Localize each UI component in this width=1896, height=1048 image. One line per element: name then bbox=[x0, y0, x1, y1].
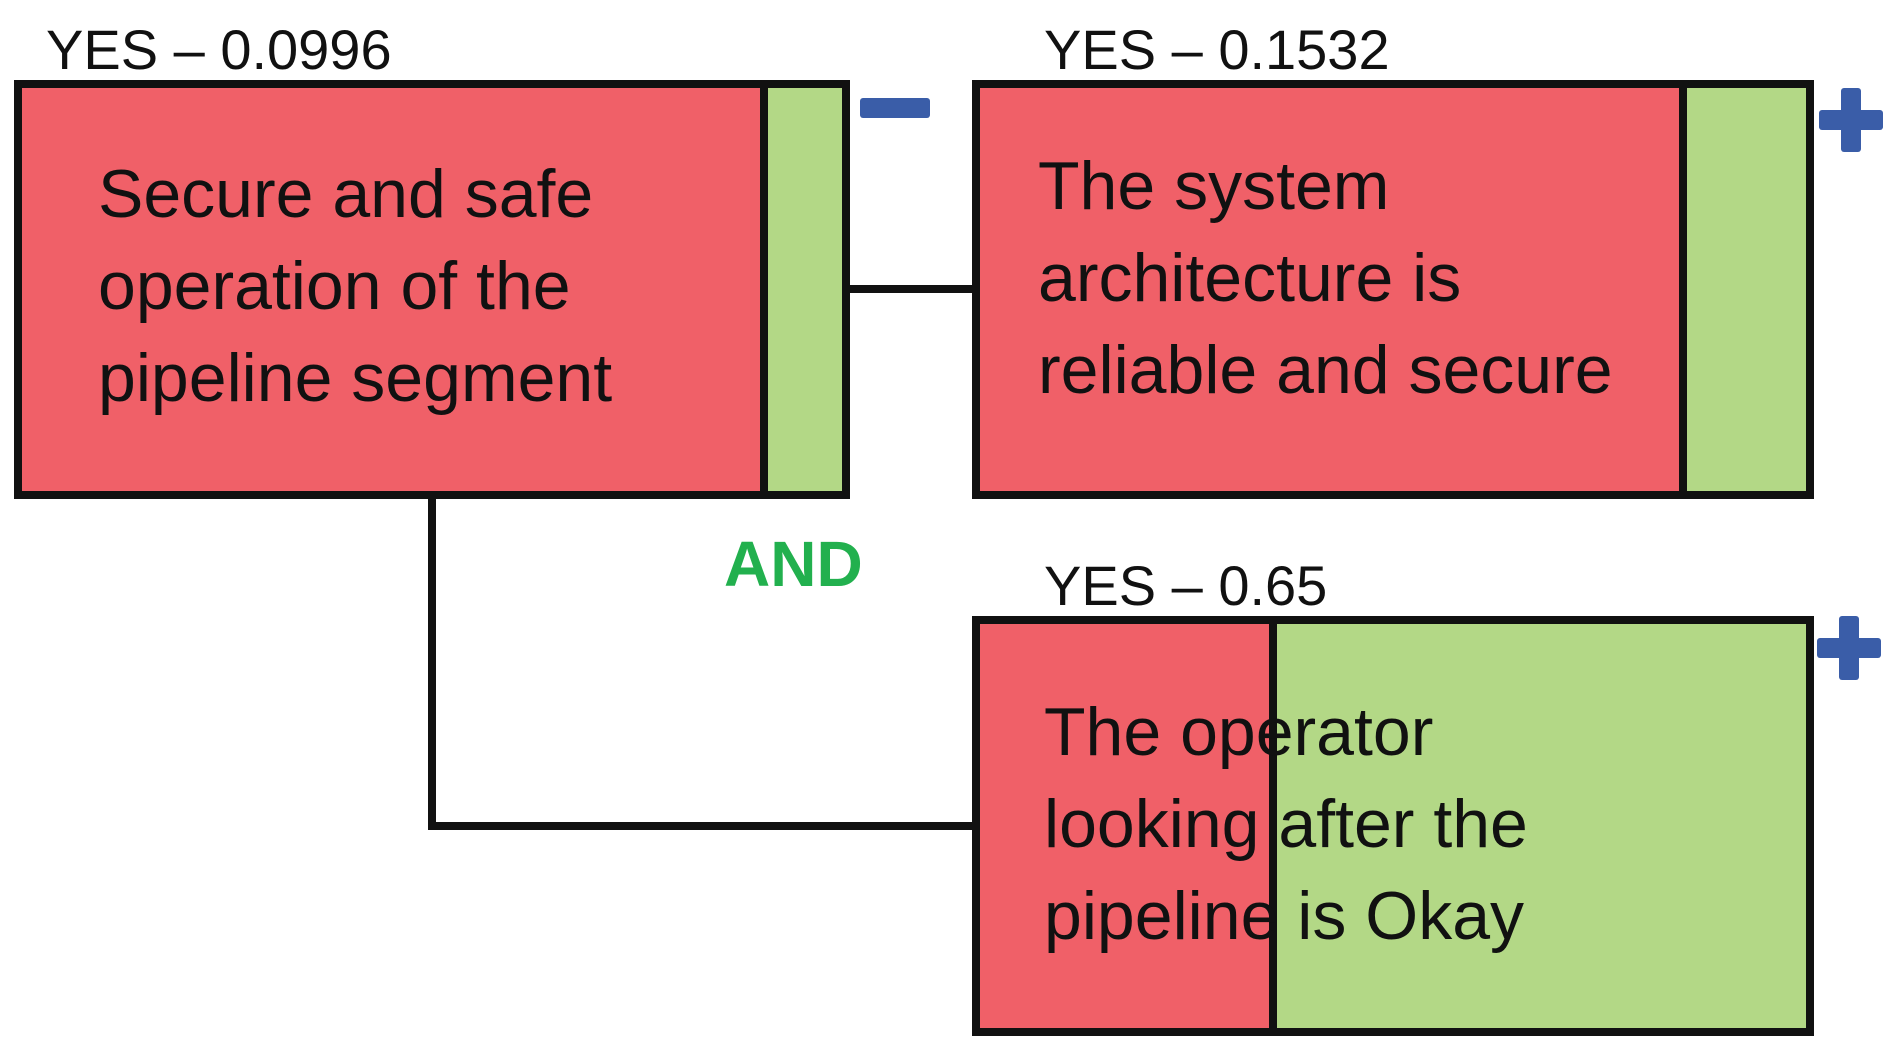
text-line: pipeline segment bbox=[98, 340, 613, 416]
plus-icon bbox=[1817, 616, 1881, 680]
yes-probability-bar bbox=[1679, 88, 1806, 491]
text-line: The operator bbox=[1044, 694, 1434, 770]
yes-probability-bar bbox=[1269, 624, 1806, 1028]
architecture-subgoal-node: The system architecture is reliable and … bbox=[972, 80, 1814, 499]
operator-subgoal-text: The operator looking after the pipeline … bbox=[1044, 686, 1528, 962]
text-line: architecture is bbox=[1038, 240, 1462, 316]
yes-probability-bar bbox=[760, 88, 842, 491]
plus-icon bbox=[1819, 88, 1883, 152]
operator-yes-probability-label: YES – 0.65 bbox=[1044, 554, 1328, 617]
text-line: reliable and secure bbox=[1038, 332, 1613, 408]
and-operator-label: AND bbox=[724, 528, 863, 600]
root-yes-probability-label: YES – 0.0996 bbox=[46, 18, 392, 81]
architecture-subgoal-text: The system architecture is reliable and … bbox=[1038, 140, 1613, 416]
connector-root-to-operator-vertical bbox=[428, 497, 436, 830]
text-line: looking after the bbox=[1044, 786, 1528, 862]
minus-icon bbox=[860, 98, 930, 118]
text-line: pipeline is Okay bbox=[1044, 878, 1525, 954]
connector-root-to-architecture bbox=[846, 285, 976, 293]
root-goal-text: Secure and safe operation of the pipelin… bbox=[98, 148, 612, 424]
connector-root-to-operator-horizontal bbox=[428, 822, 976, 830]
text-line: The system bbox=[1038, 148, 1390, 224]
root-goal-node: Secure and safe operation of the pipelin… bbox=[14, 80, 850, 499]
text-line: operation of the bbox=[98, 248, 571, 324]
operator-subgoal-node: The operator looking after the pipeline … bbox=[972, 616, 1814, 1036]
text-line: Secure and safe bbox=[98, 156, 594, 232]
architecture-yes-probability-label: YES – 0.1532 bbox=[1044, 18, 1390, 81]
